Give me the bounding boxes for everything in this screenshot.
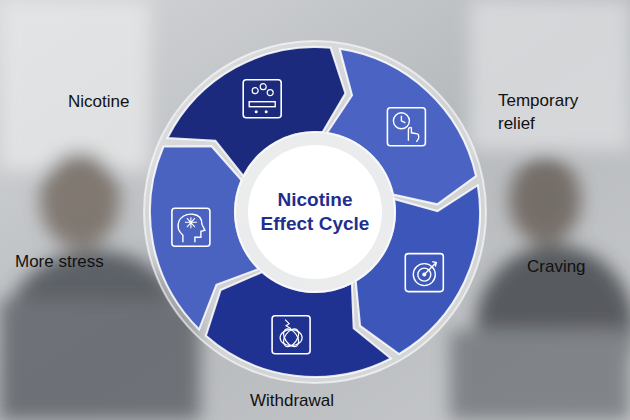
clock-hand-icon: [387, 108, 425, 146]
cycle-segment: [206, 272, 391, 377]
stage-label: More stress: [15, 250, 104, 273]
stage-label: Withdrawal: [250, 389, 334, 412]
stage-label: Craving: [527, 255, 586, 278]
center-circle: Nicotine Effect Cycle: [248, 145, 382, 279]
tangle-icon: [272, 316, 310, 354]
target-icon: [405, 254, 443, 292]
cycle-title: Nicotine Effect Cycle: [259, 188, 371, 236]
stage-label: Temporary relief: [498, 89, 598, 135]
stage-label: Nicotine: [68, 90, 129, 113]
stress-head-icon: [172, 208, 210, 246]
cigarette-icon: [243, 80, 281, 118]
cycle-segment: [150, 146, 259, 329]
